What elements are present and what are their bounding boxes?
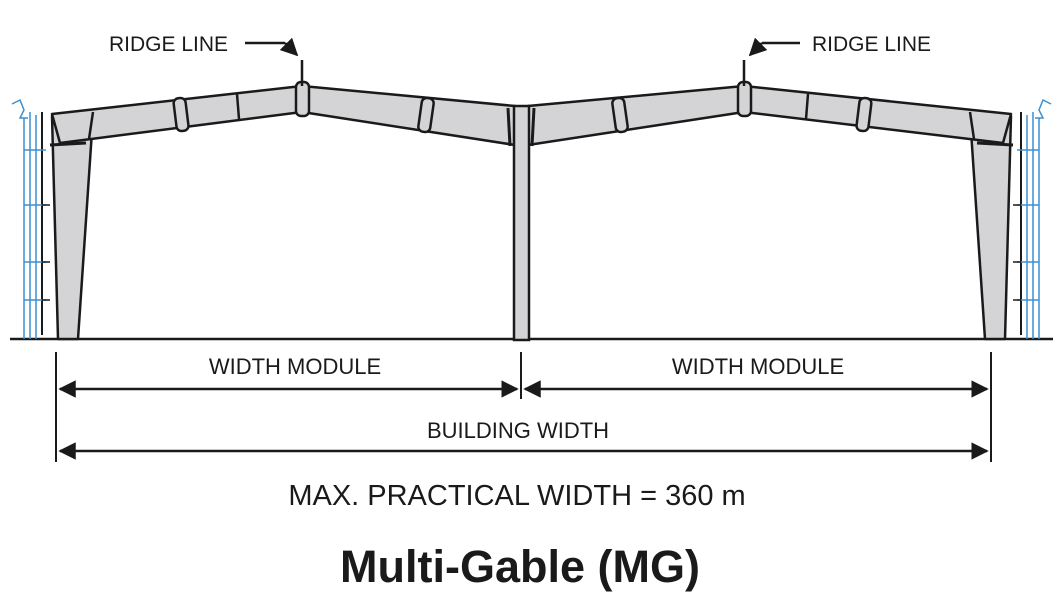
right-span-rafter xyxy=(526,84,1013,147)
ridge-markers xyxy=(245,37,800,86)
interior-column xyxy=(512,104,531,342)
left-column xyxy=(50,114,95,341)
diagram-title: Multi-Gable (MG) xyxy=(340,541,700,592)
ridge-line-label-right: RIDGE LINE xyxy=(812,33,931,56)
rafter-splices xyxy=(87,80,976,140)
width-module-label-left: WIDTH MODULE xyxy=(209,354,381,379)
ridge-line-label-left: RIDGE LINE xyxy=(109,33,228,56)
max-practical-width-label: MAX. PRACTICAL WIDTH = 360 m xyxy=(288,480,745,512)
right-column xyxy=(968,114,1013,341)
right-wall-sheeting xyxy=(1013,98,1052,339)
left-span-rafter xyxy=(50,84,517,147)
left-wall-sheeting xyxy=(11,98,50,339)
width-module-label-right: WIDTH MODULE xyxy=(672,354,844,379)
building-width-label: BUILDING WIDTH xyxy=(427,418,609,443)
knee-connections xyxy=(49,107,1014,147)
dimension-extension-lines xyxy=(55,352,992,462)
